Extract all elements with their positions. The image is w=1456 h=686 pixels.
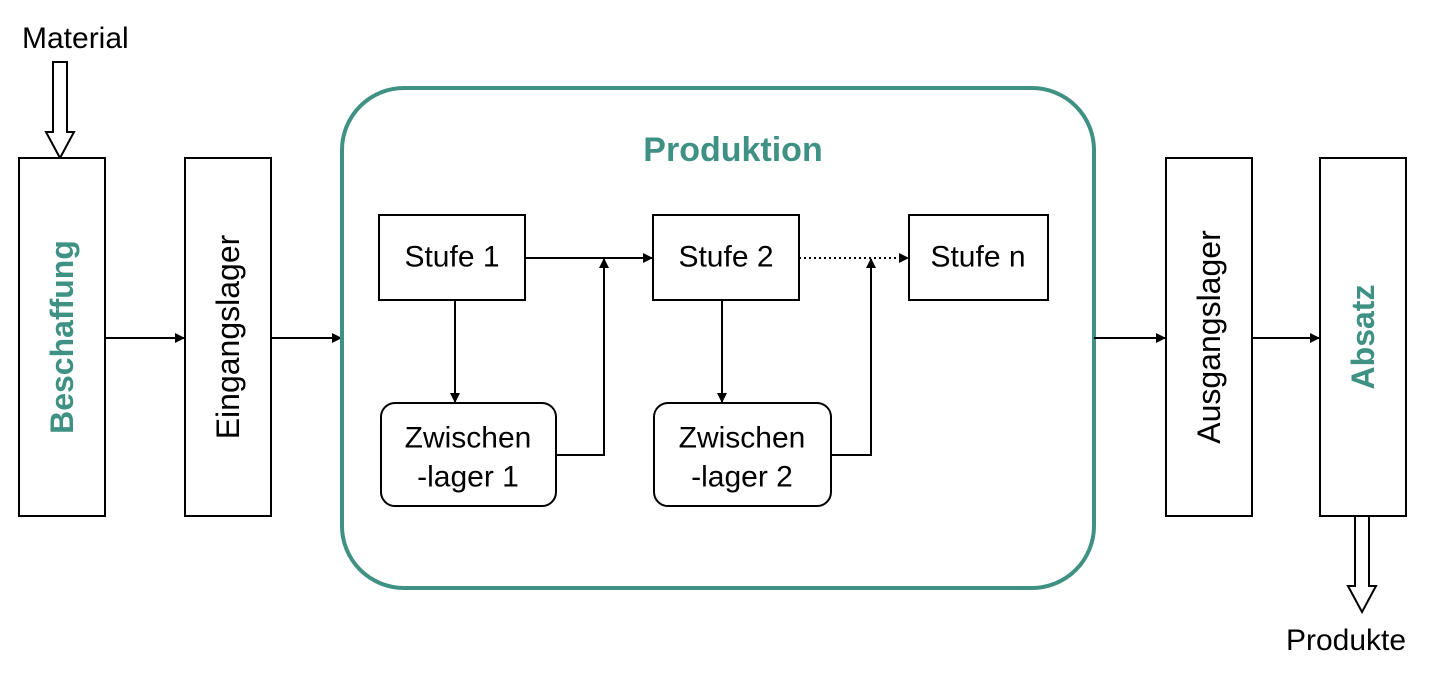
arrow-zwischenlager1-return bbox=[556, 258, 609, 456]
produkte-output-arrow bbox=[1346, 515, 1378, 615]
stufe-1-label: Stufe 1 bbox=[404, 241, 499, 274]
stufe-n-box bbox=[908, 214, 1049, 301]
produkte-label: Produkte bbox=[1286, 624, 1406, 657]
beschaffung-box bbox=[18, 157, 106, 517]
ausgangslager-label: Ausgangslager bbox=[1191, 230, 1227, 444]
arrow-zwischenlager2-return bbox=[831, 258, 876, 456]
eingangslager-box bbox=[184, 157, 272, 517]
zwischenlager-1-line2: -lager 1 bbox=[417, 461, 519, 494]
stufe-2-label: Stufe 2 bbox=[678, 241, 773, 274]
zwischenlager-1-line1: Zwischen bbox=[405, 422, 532, 455]
eingangslager-label: Eingangslager bbox=[210, 234, 246, 439]
beschaffung-label: Beschaffung bbox=[44, 240, 80, 434]
material-label: Material bbox=[22, 22, 129, 55]
zwischenlager-2-line1: Zwischen bbox=[679, 422, 806, 455]
stufe-1-box bbox=[378, 214, 526, 301]
produktion-title: Produktion bbox=[643, 131, 822, 169]
stufe-2-box bbox=[652, 214, 800, 301]
absatz-label: Absatz bbox=[1345, 285, 1381, 390]
stufe-n-label: Stufe n bbox=[930, 241, 1025, 274]
zwischenlager-2-line2: -lager 2 bbox=[691, 461, 793, 494]
material-input-arrow bbox=[44, 61, 76, 161]
